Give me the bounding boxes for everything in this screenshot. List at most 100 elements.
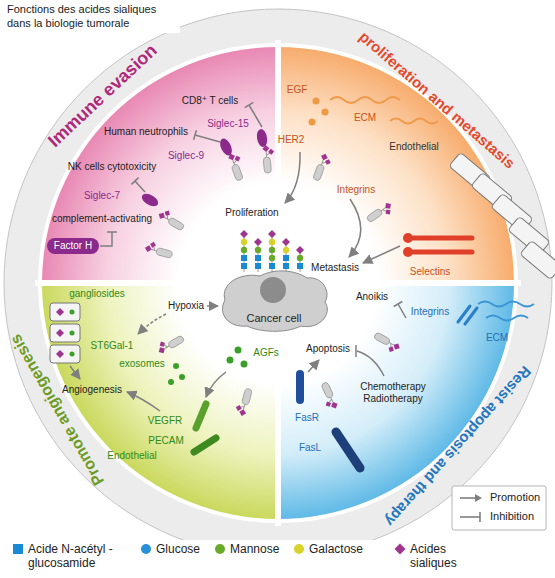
text-label: Siglec-9: [168, 150, 204, 162]
legend-color: [294, 544, 304, 554]
sialic-acid: [282, 238, 290, 246]
text-label: Endothelial: [389, 141, 438, 153]
legend-swatch: [293, 543, 305, 555]
galactose: [269, 239, 275, 245]
angiogenic-factor: [241, 361, 248, 368]
egf-ligand: [313, 98, 320, 105]
inhibition-bar: [131, 178, 138, 185]
fas-receptor: [296, 374, 304, 400]
egf-ligand: [322, 109, 329, 116]
text-label: gangliosides: [69, 288, 125, 300]
selectin: [413, 236, 472, 241]
legend-color: [395, 544, 406, 555]
promotion-arrow: [363, 246, 400, 263]
text-label: FasL: [299, 442, 321, 454]
inhibition-bar: [194, 130, 197, 140]
text-label: ECM: [354, 112, 376, 124]
legend-color: [13, 544, 23, 554]
vegf-receptor: [196, 404, 206, 428]
text-label: Factor H: [54, 240, 92, 252]
ecm-fiber: [486, 316, 528, 321]
inhibition-line: [100, 232, 112, 246]
glcnac: [255, 255, 261, 261]
factor-h-protein: [47, 238, 99, 254]
legend-ground: [0, 540, 555, 578]
legend-color: [141, 544, 151, 554]
sialylated-receptor: [144, 240, 174, 258]
title-ground: [0, 0, 180, 33]
inhibition-bar: [355, 345, 357, 357]
text-label: Angiogenesis: [62, 384, 122, 396]
ganglioside: [70, 310, 75, 315]
text-label: Integrins: [411, 306, 449, 318]
outer-ring: [4, 9, 552, 557]
siglec-receptor: [256, 128, 269, 147]
promotion-arrow: [206, 372, 226, 397]
text-label: FasR: [295, 412, 319, 424]
exosome: [179, 374, 185, 380]
cell-shape: Cancer cell: [215, 266, 333, 334]
cell-body: [222, 271, 327, 331]
endothelial-cell: [50, 345, 80, 363]
legend-row: Acides sialiques: [394, 542, 472, 571]
sialylated-receptor: [234, 387, 252, 417]
inhibition-line: [195, 135, 220, 142]
promotion-arrow: [138, 314, 166, 334]
inhibition-bar: [394, 302, 403, 307]
promotion-arrow: [349, 199, 361, 257]
selectin-head: [403, 233, 413, 243]
integrin: [458, 306, 477, 324]
endothelial-cell: [50, 303, 80, 321]
text-label: NK cells cytotoxicity: [68, 161, 156, 173]
mannose: [255, 247, 261, 253]
promotion-arrow: [207, 305, 218, 307]
inhibition-bar: [107, 231, 117, 233]
legend-text: Acide N-acétyl -glucosamide: [28, 542, 116, 571]
inhibition-sample: [460, 516, 480, 518]
endothelium: [50, 303, 80, 363]
text-label: exosomes: [119, 358, 165, 370]
text-label: Proliferation: [225, 207, 278, 219]
glcnac: [241, 263, 247, 269]
ecm-fiber: [330, 97, 400, 103]
inhibition-lines: [100, 102, 406, 376]
inhibition-line: [398, 304, 406, 318]
text-label: EGF: [287, 84, 308, 96]
text-label: AGFs: [253, 347, 279, 359]
mannose: [269, 255, 275, 261]
sialic-acid: [56, 308, 64, 316]
text-label: ST6Gal-1: [91, 340, 134, 352]
sialic-acid: [254, 238, 262, 246]
legend-row: Galactose: [293, 542, 363, 556]
cell-nucleus: [260, 277, 286, 303]
text-label: PECAM: [148, 435, 184, 447]
text-label: Selectins: [410, 266, 451, 278]
sialic-acid: [296, 246, 304, 254]
immune-quadrant: [42, 47, 278, 283]
glcnac: [283, 263, 289, 269]
angiogenic-factor: [227, 357, 234, 364]
sialylated-receptor: [227, 151, 247, 181]
sialic-acid: [268, 230, 276, 238]
legend-swatch: [394, 543, 406, 555]
fas-ligand: [336, 432, 360, 468]
text-label: Integrins: [337, 184, 375, 196]
pecam: [194, 438, 216, 452]
sialylated-receptor: [262, 144, 276, 173]
promotion-head: [475, 494, 482, 502]
promotion-arrow: [70, 366, 80, 379]
galactose: [283, 247, 289, 253]
sialylated-receptor: [313, 152, 333, 182]
exosome: [168, 379, 174, 385]
ecm-fiber: [390, 119, 438, 124]
sialic-acid: [56, 329, 64, 337]
inhibition-bar: [479, 512, 481, 522]
text-label: Hypoxia: [168, 300, 204, 312]
ecm-fiber: [478, 302, 534, 307]
ganglioside: [70, 352, 75, 357]
proliferation-quadrant: [278, 47, 514, 283]
glcnac: [241, 255, 247, 261]
sialylated-receptor: [155, 331, 185, 355]
mannose: [297, 255, 303, 261]
promotion-sample: [460, 497, 476, 499]
